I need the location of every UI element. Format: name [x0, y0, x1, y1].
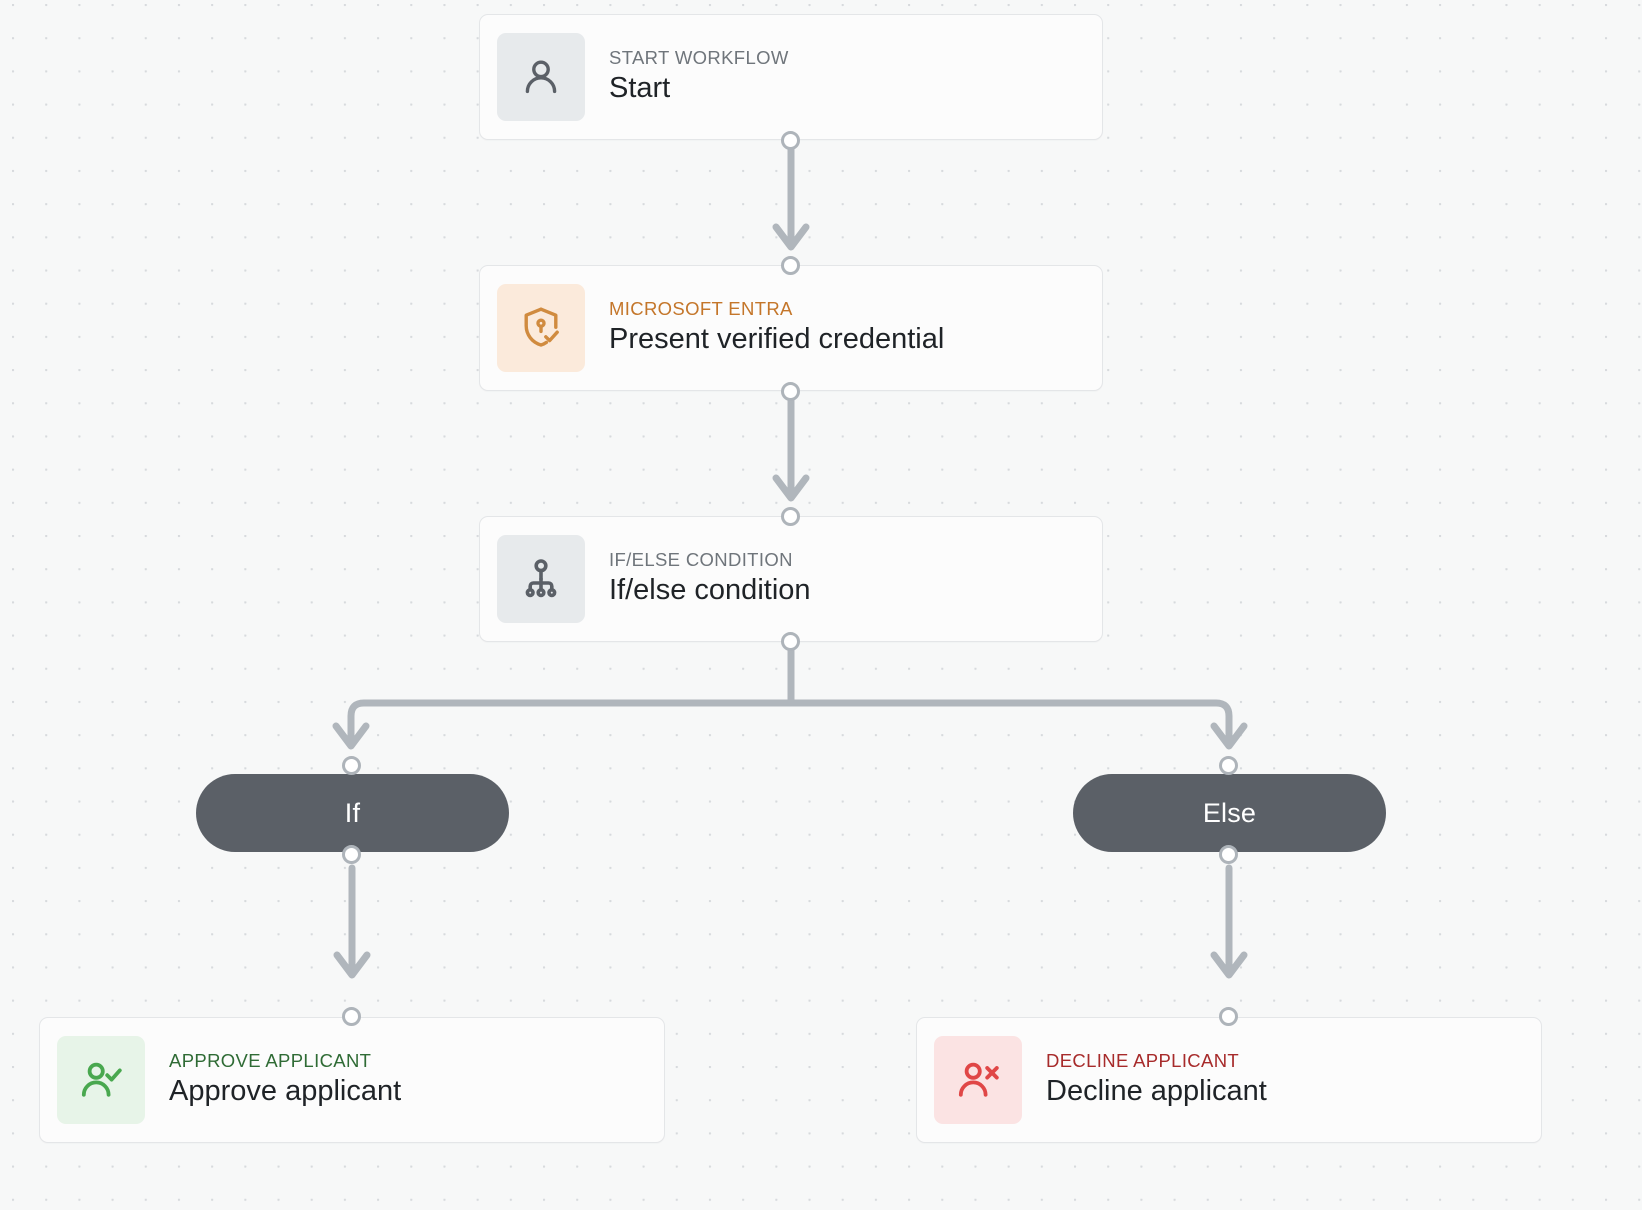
- node-decline-applicant[interactable]: DECLINE APPLICANT Decline applicant: [916, 1017, 1542, 1143]
- handle-start-output[interactable]: [781, 131, 800, 150]
- handle-entra-input[interactable]: [781, 256, 800, 275]
- node-ifelse-kicker: IF/ELSE CONDITION: [609, 549, 793, 571]
- node-approve-icon-tile: [57, 1036, 145, 1124]
- edge-arrow-ifelse: [772, 474, 810, 502]
- handle-else-input[interactable]: [1219, 756, 1238, 775]
- node-ifelse-title: If/else condition: [609, 574, 811, 607]
- node-ifelse-body: IF/ELSE CONDITION If/else condition: [609, 550, 811, 607]
- person-check-icon: [81, 1062, 122, 1097]
- node-start-icon-tile: [497, 33, 585, 121]
- node-start-body: START WORKFLOW Start: [609, 48, 789, 105]
- handle-entra-output[interactable]: [781, 382, 800, 401]
- node-entra-body: MICROSOFT ENTRA Present verified credent…: [609, 299, 944, 356]
- node-present-verified-credential[interactable]: MICROSOFT ENTRA Present verified credent…: [479, 265, 1103, 391]
- handle-decline-input[interactable]: [1219, 1007, 1238, 1026]
- node-decline-body: DECLINE APPLICANT Decline applicant: [1046, 1051, 1267, 1108]
- node-approve-title: Approve applicant: [169, 1075, 402, 1108]
- person-icon: [525, 60, 557, 94]
- node-entra-title: Present verified credential: [609, 323, 945, 356]
- shield-keyhole-check-icon: [524, 307, 559, 347]
- edge-arrow-if-pill: [332, 722, 370, 750]
- edge-bus-left: [347, 699, 795, 745]
- node-start-kicker: START WORKFLOW: [609, 47, 789, 69]
- handle-ifelse-output[interactable]: [781, 632, 800, 651]
- edge-arrow-else-pill: [1210, 722, 1248, 750]
- edge-bus-right: [787, 699, 1233, 745]
- handle-ifelse-input[interactable]: [781, 507, 800, 526]
- node-if-else-condition[interactable]: IF/ELSE CONDITION If/else condition: [479, 516, 1103, 642]
- edge-arrow-approve: [333, 951, 371, 979]
- branch-pill-else[interactable]: Else: [1073, 774, 1386, 852]
- node-entra-icon-tile: [497, 284, 585, 372]
- node-entra-kicker: MICROSOFT ENTRA: [609, 298, 793, 320]
- handle-else-output[interactable]: [1219, 845, 1238, 864]
- handle-if-output[interactable]: [342, 845, 361, 864]
- branch-hierarchy-icon: [525, 559, 557, 598]
- branch-pill-if[interactable]: If: [196, 774, 509, 852]
- branch-pill-if-label: If: [344, 797, 361, 828]
- edge-arrow-decline: [1210, 951, 1248, 979]
- person-x-icon: [958, 1062, 999, 1097]
- node-approve-kicker: APPROVE APPLICANT: [169, 1050, 372, 1072]
- node-decline-title: Decline applicant: [1046, 1075, 1267, 1108]
- handle-approve-input[interactable]: [342, 1007, 361, 1026]
- node-decline-icon-tile: [934, 1036, 1022, 1124]
- handle-if-input[interactable]: [342, 756, 361, 775]
- node-ifelse-icon-tile: [497, 535, 585, 623]
- edge-arrow-entra: [772, 223, 810, 251]
- node-start[interactable]: START WORKFLOW Start: [479, 14, 1103, 140]
- branch-pill-else-label: Else: [1202, 797, 1257, 828]
- node-approve-applicant[interactable]: APPROVE APPLICANT Approve applicant: [39, 1017, 665, 1143]
- node-decline-kicker: DECLINE APPLICANT: [1046, 1050, 1240, 1072]
- node-approve-body: APPROVE APPLICANT Approve applicant: [169, 1051, 401, 1108]
- node-start-title: Start: [609, 72, 671, 105]
